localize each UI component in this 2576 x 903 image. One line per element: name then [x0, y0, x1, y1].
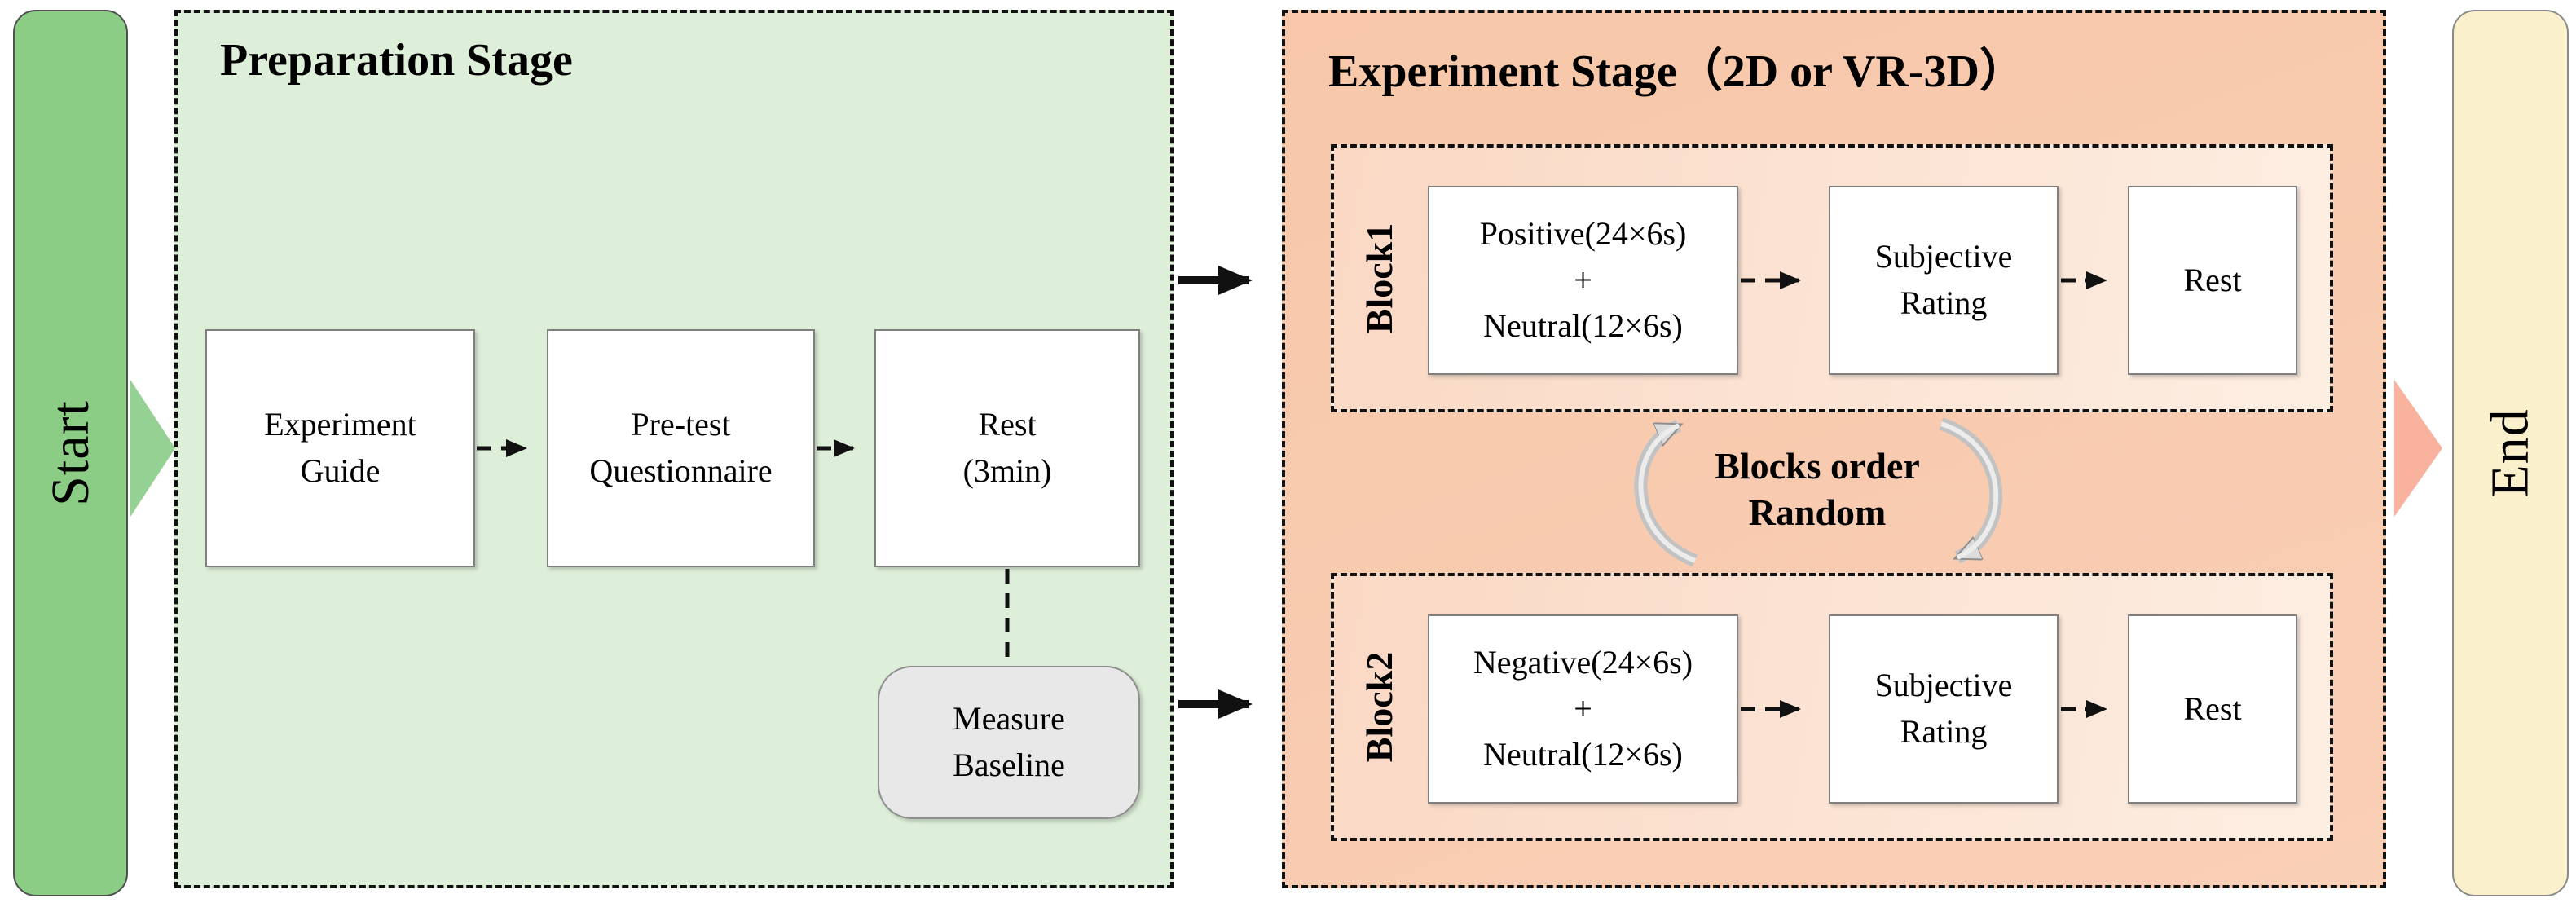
block1-stimulus-line1: Positive(24×6s): [1479, 214, 1687, 252]
block1-rating-line1: Subjective: [1874, 238, 2013, 275]
experiment-guide-line1: Experiment: [264, 406, 416, 443]
block1-stimulus-line3: Neutral(12×6s): [1483, 307, 1683, 345]
end-label: End: [2480, 408, 2540, 498]
block1-rating-line2: Rating: [1900, 284, 1988, 321]
blocks-order-line1: Blocks order: [1715, 444, 1920, 487]
block1-label: Block1: [1358, 222, 1400, 334]
block2-rest-box: Rest: [2128, 614, 2297, 804]
blocks-order-line2: Random: [1748, 491, 1887, 533]
block1-rest-label: Rest: [2183, 261, 2242, 298]
experiment-guide-line2: Guide: [300, 452, 381, 489]
rest-3min-box: Rest (3min): [874, 329, 1140, 567]
block2-rest-label: Rest: [2183, 689, 2242, 727]
blocks-order-note: Blocks order Random: [1679, 427, 1956, 551]
block1-subjective-rating-box: Subjective Rating: [1829, 186, 2059, 375]
measure-baseline-line2: Baseline: [953, 747, 1065, 783]
start-terminal: Start: [13, 10, 128, 896]
pretest-line1: Pre-test: [631, 406, 731, 443]
end-flow-triangle: [2394, 380, 2442, 517]
block2-rating-line2: Rating: [1900, 713, 1988, 750]
block1-label-column: Block1: [1331, 144, 1428, 412]
block2-label-column: Block2: [1331, 573, 1428, 841]
rest-3min-line2: (3min): [962, 452, 1052, 489]
measure-baseline-line1: Measure: [953, 700, 1065, 738]
block1-stimulus-line2: +: [1574, 261, 1592, 298]
start-label: Start: [40, 400, 100, 506]
experiment-stage-title: Experiment Stage（2D or VR-3D）: [1328, 46, 2025, 97]
block2-label: Block2: [1358, 651, 1400, 763]
pretest-line2: Questionnaire: [589, 452, 773, 489]
rest-3min-line1: Rest: [978, 406, 1037, 443]
end-terminal: End: [2452, 10, 2569, 896]
block2-stimulus-line1: Negative(24×6s): [1473, 643, 1693, 681]
block2-stimulus-line3: Neutral(12×6s): [1483, 736, 1683, 773]
block2-subjective-rating-box: Subjective Rating: [1829, 614, 2059, 804]
start-flow-triangle: [130, 380, 175, 517]
block2-rating-line1: Subjective: [1874, 667, 2013, 704]
measure-baseline-box: Measure Baseline: [878, 666, 1140, 819]
block2-stimulus-line2: +: [1574, 689, 1592, 727]
experiment-guide-box: Experiment Guide: [205, 329, 475, 567]
block1-rest-box: Rest: [2128, 186, 2297, 375]
pretest-questionnaire-box: Pre-test Questionnaire: [547, 329, 815, 567]
preparation-stage-title: Preparation Stage: [220, 35, 573, 86]
block2-stimulus-box: Negative(24×6s) + Neutral(12×6s): [1428, 614, 1738, 804]
block1-stimulus-box: Positive(24×6s) + Neutral(12×6s): [1428, 186, 1738, 375]
